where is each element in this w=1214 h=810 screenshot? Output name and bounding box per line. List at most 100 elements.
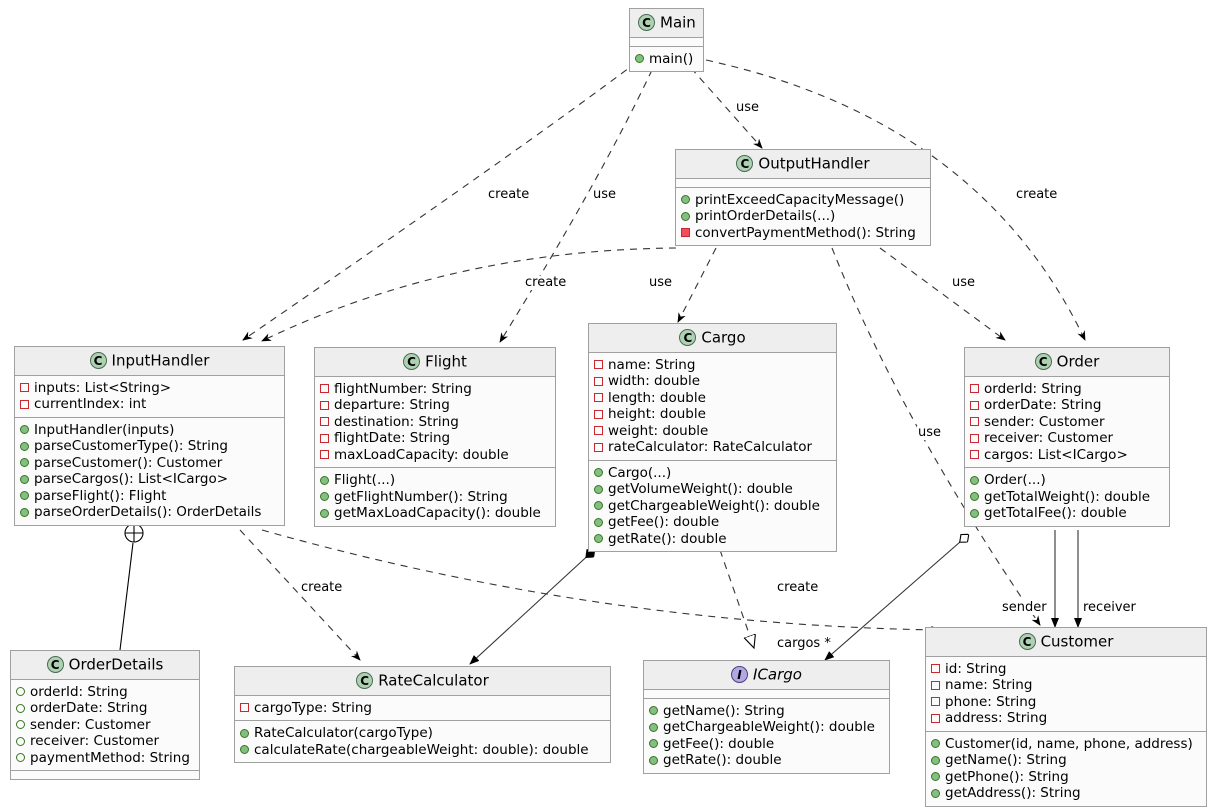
class-member: getName(): String [649,703,883,720]
class-member: main() [635,51,697,68]
class-member: Flight(...) [320,472,549,489]
class-member: getPhone(): String [931,769,1200,786]
class-member: receiver: Customer [970,430,1163,447]
member-text: getRate(): double [663,752,782,768]
member-text: receiver: Customer [984,430,1114,446]
private-field-icon [320,450,329,460]
edge-inputhandler-nested-orderdetails [119,542,134,651]
class-name: RateCalculator [378,671,489,690]
public-method-icon [320,492,329,502]
member-text: flightDate: String [334,430,451,446]
member-text: orderId: String [984,380,1082,397]
member-text: paymentMethod: String [30,749,190,766]
member-text: phone: String [945,693,1037,710]
class-fields-cargo: name: String width: double length: doubl… [589,353,836,461]
public-method-icon [20,425,29,435]
class-fields-main [630,38,703,47]
private-method-icon [681,228,690,238]
edge-label-cargo-create-icargo: create [776,580,820,595]
member-text: Flight(...) [334,472,396,488]
class-member: Order(...) [970,472,1163,489]
private-field-icon [594,360,603,370]
member-text: inputs: List<String> [34,379,172,396]
public-method-icon [594,484,603,494]
class-member: getFee(): double [594,514,830,531]
public-method-icon [649,706,658,716]
class-methods-customer: Customer(id, name, phone, address) getNa… [926,732,1206,806]
member-text: cargoType: String [254,699,372,716]
member-text: rateCalculator: RateCalculator [608,439,813,455]
member-text: sender: Customer [30,716,151,733]
class-fields-orderdetails: orderId: String orderDate: String sender… [11,680,199,771]
class-member: InputHandler(inputs) [20,422,278,439]
member-text: getRate(): double [608,530,727,547]
private-field-icon [931,713,940,723]
member-text: cargos: List<ICargo> [984,446,1128,463]
class-name: Customer [1040,632,1114,651]
package-field-icon [16,753,25,763]
member-text: getChargeableWeight(): double [608,497,820,514]
class-member: orderDate: String [970,397,1163,414]
private-field-icon [320,400,329,410]
public-method-icon [635,54,644,64]
member-text: InputHandler(inputs) [34,421,175,438]
public-method-icon [20,441,29,451]
class-badge-icon: C [638,14,655,31]
class-badge-icon: C [89,352,107,369]
class-member: cargoType: String [240,700,604,717]
class-member: length: double [594,390,830,407]
member-text: calculateRate(chargeableWeight: double):… [254,741,589,758]
edge-outputhandler-use-cargo [677,247,717,323]
public-method-icon [594,501,603,511]
class-member: departure: String [320,397,549,414]
class-member: getTotalFee(): double [970,505,1163,522]
class-member: receiver: Customer [16,733,193,750]
package-field-icon [16,736,25,746]
class-member: address: String [931,710,1200,727]
public-method-icon [20,491,29,501]
class-member: getRate(): double [594,531,830,548]
class-member: parseOrderDetails(): OrderDetails [20,504,278,521]
class-member: orderId: String [970,381,1163,398]
class-name: Main [660,13,696,32]
public-method-icon [970,492,979,502]
package-field-icon [16,720,25,730]
private-field-icon [594,393,603,403]
member-text: getChargeableWeight(): double [663,719,875,735]
public-method-icon [20,507,29,517]
edge-outputhandler-use-order [879,247,1006,341]
private-field-icon [594,376,603,386]
class-member: sender: Customer [970,414,1163,431]
class-name: Order [1056,352,1100,371]
class-member: getRate(): double [649,752,883,769]
class-member: Cargo(...) [594,465,830,482]
private-field-icon [20,383,29,393]
public-method-icon [594,468,603,478]
member-text: currentIndex: int [34,396,147,412]
class-member: phone: String [931,694,1200,711]
edge-label-outputhandler-use-order: use [951,275,977,290]
edge-label-main-use-flight: use [592,187,618,202]
public-method-icon [594,534,603,544]
public-method-icon [20,474,29,484]
member-text: maxLoadCapacity: double [334,446,509,463]
class-member: paymentMethod: String [16,750,193,767]
class-methods-order: Order(...) getTotalWeight(): double getT… [965,468,1169,526]
class-methods-icargo: getName(): String getChargeableWeight():… [644,699,889,773]
edge-main-use-flight [499,69,653,343]
class-box-main[interactable]: C Main main() [629,8,704,72]
private-field-icon [970,384,979,394]
